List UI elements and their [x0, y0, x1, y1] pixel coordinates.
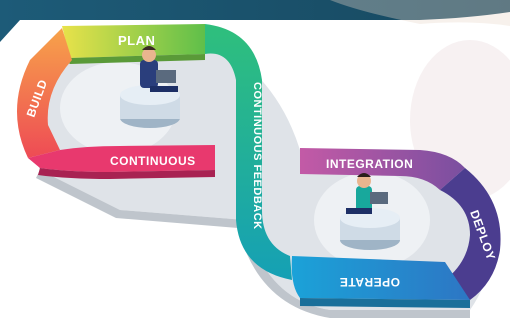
continuous-label: CONTINUOUS	[110, 154, 196, 168]
person-laptop-icon-right	[340, 173, 400, 250]
plan-segment-edge	[62, 54, 205, 64]
plan-segment	[62, 24, 205, 58]
plan-label: PLAN	[118, 33, 155, 48]
feedback-segment	[205, 24, 292, 280]
header-banner	[0, 0, 510, 42]
continuous-segment-edge	[38, 168, 215, 179]
continuous-segment	[28, 145, 215, 172]
build-segment	[16, 28, 72, 158]
integration-segment	[300, 148, 465, 190]
operate-segment-edge	[300, 298, 470, 308]
integration-label: INTEGRATION	[326, 157, 413, 171]
banner-decoration	[330, 0, 510, 26]
feedback-label: CONTINUOUS FEEDBACK	[251, 82, 263, 230]
operate-label: OPERATE	[339, 275, 400, 289]
deploy-segment	[440, 168, 501, 300]
person-laptop-icon-left	[120, 46, 180, 128]
operate-segment	[291, 256, 470, 300]
